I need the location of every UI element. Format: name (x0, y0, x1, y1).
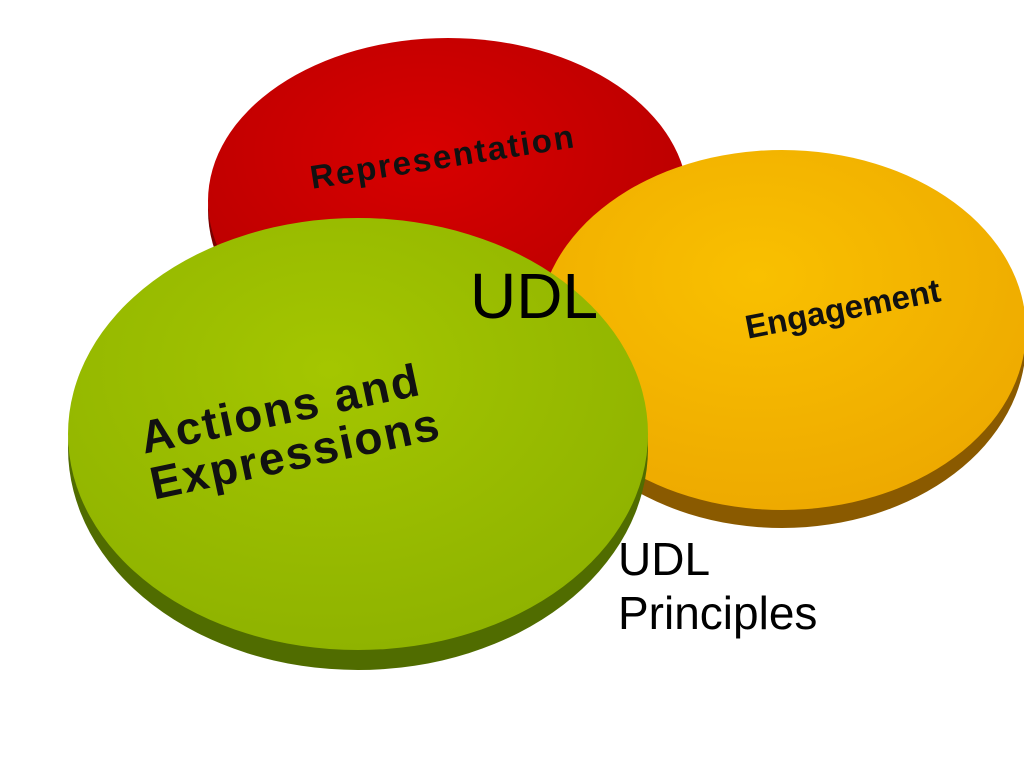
engagement-circle: Engagement (538, 150, 1024, 528)
actions-expressions-circle: Actions and Expressions (68, 218, 648, 670)
caption-line2: Principles (618, 587, 818, 639)
engagement-circle-face (538, 150, 1024, 510)
center-udl-label: UDL (470, 260, 598, 332)
actions-expressions-circle-face (68, 218, 648, 650)
caption-line1: UDL (618, 533, 711, 585)
udl-principles-caption: UDL Principles (618, 532, 858, 640)
